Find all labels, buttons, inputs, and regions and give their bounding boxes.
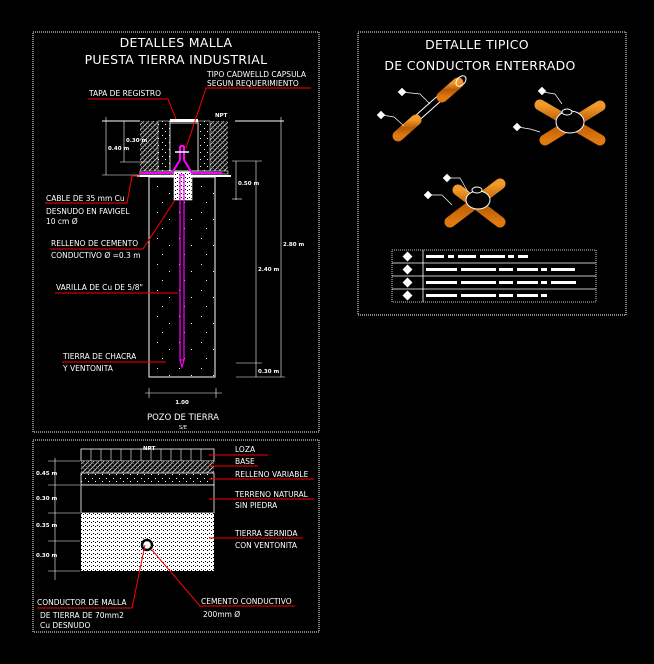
label-terreno-2: SIN PIEDRA — [235, 501, 278, 510]
label-tapa: TAPA DE REGISTRO — [88, 89, 161, 98]
label-tierra-1: TIERRA SERNIDA — [234, 529, 298, 538]
label-conductor-2: DE TIERRA DE 70mm2 — [40, 611, 124, 620]
label-varilla: VARILLA DE Cu DE 5/8" — [56, 283, 143, 292]
dim-030: 0.30 m — [126, 138, 147, 144]
label-relleno-1: RELLENO DE CEMENTO — [51, 239, 138, 248]
leader-relleno — [50, 199, 176, 250]
label-base: BASE — [235, 457, 255, 466]
label-conductor-3: Cu DESNUDO — [40, 621, 91, 630]
pozo-frame — [32, 31, 320, 433]
dim-zanja-2: 0.30 m — [36, 496, 57, 502]
leader-cable — [45, 175, 140, 204]
layer-terreno — [80, 484, 215, 514]
conductor-frame — [357, 31, 627, 316]
relleno-cemento — [173, 171, 193, 201]
registro-wall-left — [140, 121, 158, 171]
zanja-frame — [32, 439, 320, 633]
dim-280: 2.80 m — [283, 242, 304, 248]
label-cemento-2: 200mm Ø — [203, 610, 240, 619]
label-relleno-2: CONDUCTIVO Ø =0.3 m — [51, 251, 141, 260]
label-terreno-1: TERRENO NATURAL — [234, 490, 309, 499]
connector-cross — [512, 86, 606, 146]
label-tierra-2: Y VENTONITA — [62, 364, 114, 373]
label-cable-1: CABLE DE 35 mm Cu — [46, 194, 125, 203]
dim-240: 2.40 m — [258, 267, 279, 273]
leader-tapa — [88, 98, 177, 120]
layer-relleno — [80, 472, 215, 486]
dim-zanja-4: 0.30 m — [36, 553, 57, 559]
pozo-npt: NPT — [215, 113, 228, 119]
label-loza: LOZA — [235, 445, 256, 454]
label-cemento-1: CEMENTO CONDUCTIVO — [201, 597, 292, 606]
registro-wall-right — [210, 121, 228, 171]
pozo-scale: S/E — [179, 425, 187, 431]
legend-table — [391, 249, 597, 303]
conductor-title-2: DE CONDUCTOR ENTERRADO — [384, 58, 575, 73]
dim-width: 1.00 — [175, 400, 189, 406]
label-relleno: RELLENO VARIABLE — [235, 470, 309, 479]
label-cadweld-1: TIPO CADWELLD CAPSULA — [206, 70, 307, 79]
leader-conductor — [37, 544, 146, 609]
dim-030b: 0.30 m — [258, 369, 279, 375]
layer-base — [81, 461, 214, 473]
conductor-title-1: DETALLE TIPICO — [425, 37, 529, 52]
cable-35mm — [140, 146, 222, 174]
label-cable-2: DESNUDO EN FAVIGEL — [46, 207, 130, 216]
connector-straight — [376, 75, 467, 142]
leader-cemento — [151, 549, 295, 607]
label-tierra-2: CON VENTONITA — [235, 541, 298, 550]
dim-040: 0.40 m — [108, 146, 129, 152]
label-tierra-1: TIERRA DE CHACRA — [62, 352, 137, 361]
dim-zanja-3: 0.35 m — [36, 523, 57, 529]
leader-cadweld — [185, 87, 311, 149]
pozo-title-2: PUESTA TIERRA INDUSTRIAL — [85, 52, 268, 67]
conductor-malla — [140, 538, 154, 552]
connector-tee — [423, 173, 506, 228]
dim-zanja-1: 0.45 m — [36, 471, 57, 477]
tapa-de-registro — [170, 119, 198, 122]
label-conductor-1: CONDUCTOR DE MALLA — [37, 598, 127, 607]
pozo-caption: POZO DE TIERRA — [147, 413, 219, 423]
label-cadweld-2: SEGUN REQUERIMIENTO — [207, 79, 299, 88]
pozo-title-1: DETALLES MALLA — [120, 35, 233, 50]
dim-050: 0.50 m — [238, 181, 259, 187]
varilla-cu — [179, 174, 185, 361]
pozo-shaft — [148, 176, 216, 378]
label-cable-3: 10 cm Ø — [46, 217, 78, 226]
